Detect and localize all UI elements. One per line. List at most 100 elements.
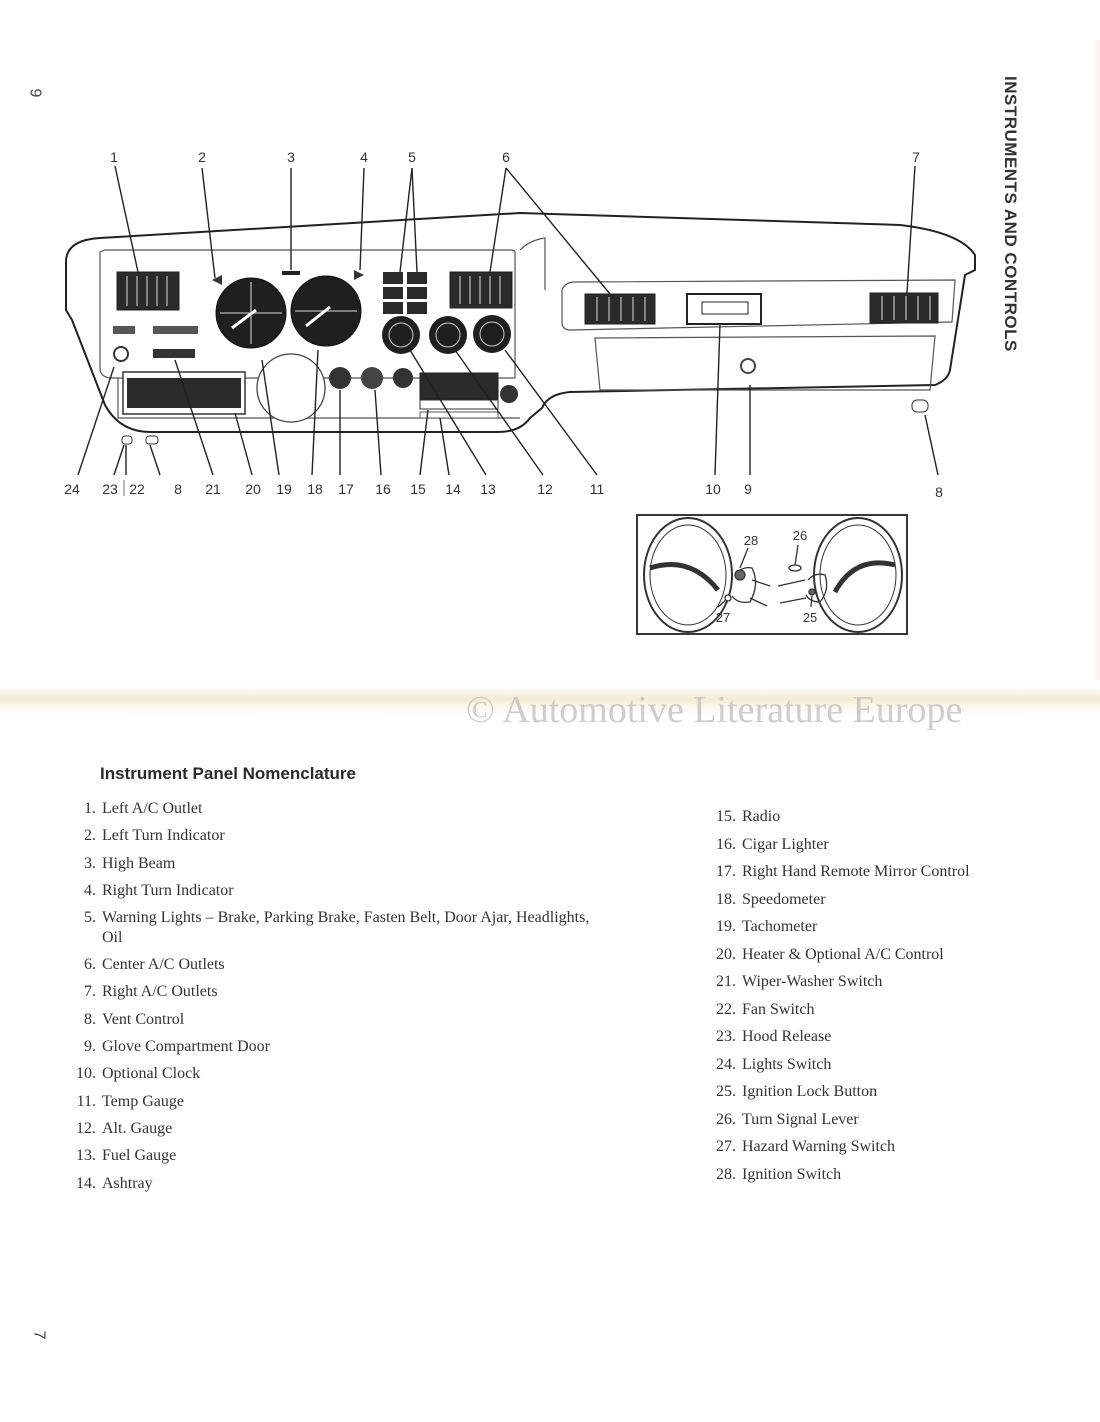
callout-18: 18 (307, 481, 323, 497)
vent-control-knob-right (911, 399, 929, 413)
item-number: 21. (716, 973, 736, 990)
section-title: INSTRUMENTS AND CONTROLS (1001, 76, 1020, 352)
item-number: 2. (84, 827, 96, 845)
nomenclature-item: 28. Ignition Switch (700, 1161, 970, 1189)
item-number: 19. (716, 918, 736, 935)
item-label: Hazard Warning Switch (742, 1138, 896, 1155)
item-number: 7. (84, 983, 96, 1001)
callout-7: 7 (912, 149, 920, 165)
steering-wheel-left (643, 517, 733, 633)
callout-11: 11 (590, 481, 605, 497)
inset-callout-25: 25 (803, 610, 817, 625)
item-number: 18. (716, 890, 736, 908)
callout-8-right: 8 (935, 484, 943, 500)
item-label: High Beam (102, 854, 176, 872)
nomenclature-item: 7. Right A/C Outlets (60, 978, 612, 1005)
callout-4: 4 (360, 149, 368, 165)
nomenclature-item: 19.Tachometer (700, 913, 970, 941)
scan-edge-shadow (1092, 40, 1100, 680)
item-label: Optional Clock (102, 1065, 201, 1083)
speedometer (290, 275, 362, 347)
inset-callout-26: 26 (793, 528, 807, 543)
wiper-label (153, 326, 198, 334)
center-ac-outlet-left (449, 271, 513, 309)
warning-lights (383, 272, 427, 314)
item-number: 10. (76, 1065, 96, 1083)
item-label: Warning Lights – Brake, Parking Brake, F… (102, 909, 590, 947)
dashboard-inner-lines (99, 237, 956, 419)
column-right (777, 564, 828, 604)
mirror-control (329, 367, 351, 389)
item-label: Radio (742, 808, 781, 825)
optional-clock (686, 293, 762, 325)
callout-8-left: 8 (174, 481, 182, 497)
glove-compartment-lock (740, 358, 756, 374)
item-label: Wiper-Washer Switch (742, 973, 883, 990)
nomenclature-item: 17.Right Hand Remote Mirror Control (700, 858, 970, 886)
callout-13: 13 (480, 481, 496, 497)
nomenclature-item: 20.Heater & Optional A/C Control (700, 941, 970, 969)
item-label: Speedometer (742, 890, 826, 908)
item-number: 11. (76, 1092, 96, 1110)
nomenclature-item: 24.Lights Switch (700, 1051, 970, 1079)
callout-16: 16 (375, 481, 391, 497)
heater-ac-control (122, 371, 246, 415)
callout-5: 5 (408, 149, 416, 165)
item-label: Heater & Optional A/C Control (742, 945, 944, 963)
item-label: Cigar Lighter (742, 835, 829, 853)
item-label: Turn Signal Lever (742, 1110, 859, 1128)
item-number: 1. (84, 800, 96, 817)
nomenclature-item: 9.Glove Compartment Door (60, 1033, 612, 1060)
item-label: Fuel Gauge (102, 1147, 177, 1165)
inset-callout-27: 27 (716, 610, 730, 625)
item-label: Ashtray (102, 1174, 153, 1192)
hood-release-knob (121, 435, 133, 445)
item-label: Left A/C Outlet (102, 800, 203, 817)
item-label: Alt. Gauge (102, 1119, 173, 1137)
callout-10: 10 (705, 481, 721, 497)
right-ac-outlet (869, 292, 939, 324)
item-number: 25. (716, 1083, 736, 1100)
leader-lines-top (114, 165, 916, 301)
steering-column-inset: 28 26 27 25 (636, 514, 908, 635)
callout-1: 1 (110, 149, 118, 165)
item-label: Hood Release (742, 1028, 832, 1045)
callout-23: 23 (102, 481, 118, 497)
column-left (724, 567, 771, 607)
steering-column-opening (256, 353, 326, 423)
item-label: Vent Control (102, 1010, 185, 1028)
wiper-knob (393, 368, 413, 388)
inset-callout-28: 28 (744, 533, 758, 548)
item-label: Right A/C Outlets (102, 983, 218, 1001)
nomenclature-item: 1. Left A/C Outlet (60, 795, 612, 822)
item-number: 5. (84, 909, 96, 927)
callout-6: 6 (502, 149, 510, 165)
nomenclature-item: 14. Ashtray (60, 1170, 612, 1197)
lights-switch (113, 346, 129, 362)
nomenclature-item: 5. Warning Lights – Brake, Parking Brake,… (60, 904, 612, 951)
nomenclature-list-left: 1. Left A/C Outlet 2.Left Turn Indicator 3.… (60, 795, 612, 1197)
radio (419, 372, 499, 410)
callout-22: 22 (129, 481, 145, 497)
item-number: 28. (716, 1165, 736, 1183)
left-turn-indicator (212, 275, 222, 285)
item-label: Temp Gauge (102, 1092, 184, 1110)
item-number: 15. (716, 808, 736, 825)
wiper-washer-switch (153, 349, 195, 358)
item-number: 6. (84, 956, 96, 974)
alt-gauge (429, 316, 467, 354)
nomenclature-item: 16.Cigar Lighter (700, 831, 970, 859)
right-turn-indicator (354, 270, 364, 280)
item-number: 14. (76, 1174, 96, 1192)
callout-9: 9 (744, 481, 752, 497)
item-label: Ignition Switch (742, 1165, 842, 1183)
item-label: Glove Compartment Door (102, 1038, 270, 1056)
callout-19: 19 (276, 481, 292, 497)
ashtray (419, 411, 499, 419)
callout-20: 20 (245, 481, 261, 497)
center-ac-outlet-right (584, 293, 656, 325)
callout-15: 15 (410, 481, 426, 497)
nomenclature-item: 2.Left Turn Indicator (60, 822, 612, 849)
item-number: 3. (84, 854, 96, 872)
